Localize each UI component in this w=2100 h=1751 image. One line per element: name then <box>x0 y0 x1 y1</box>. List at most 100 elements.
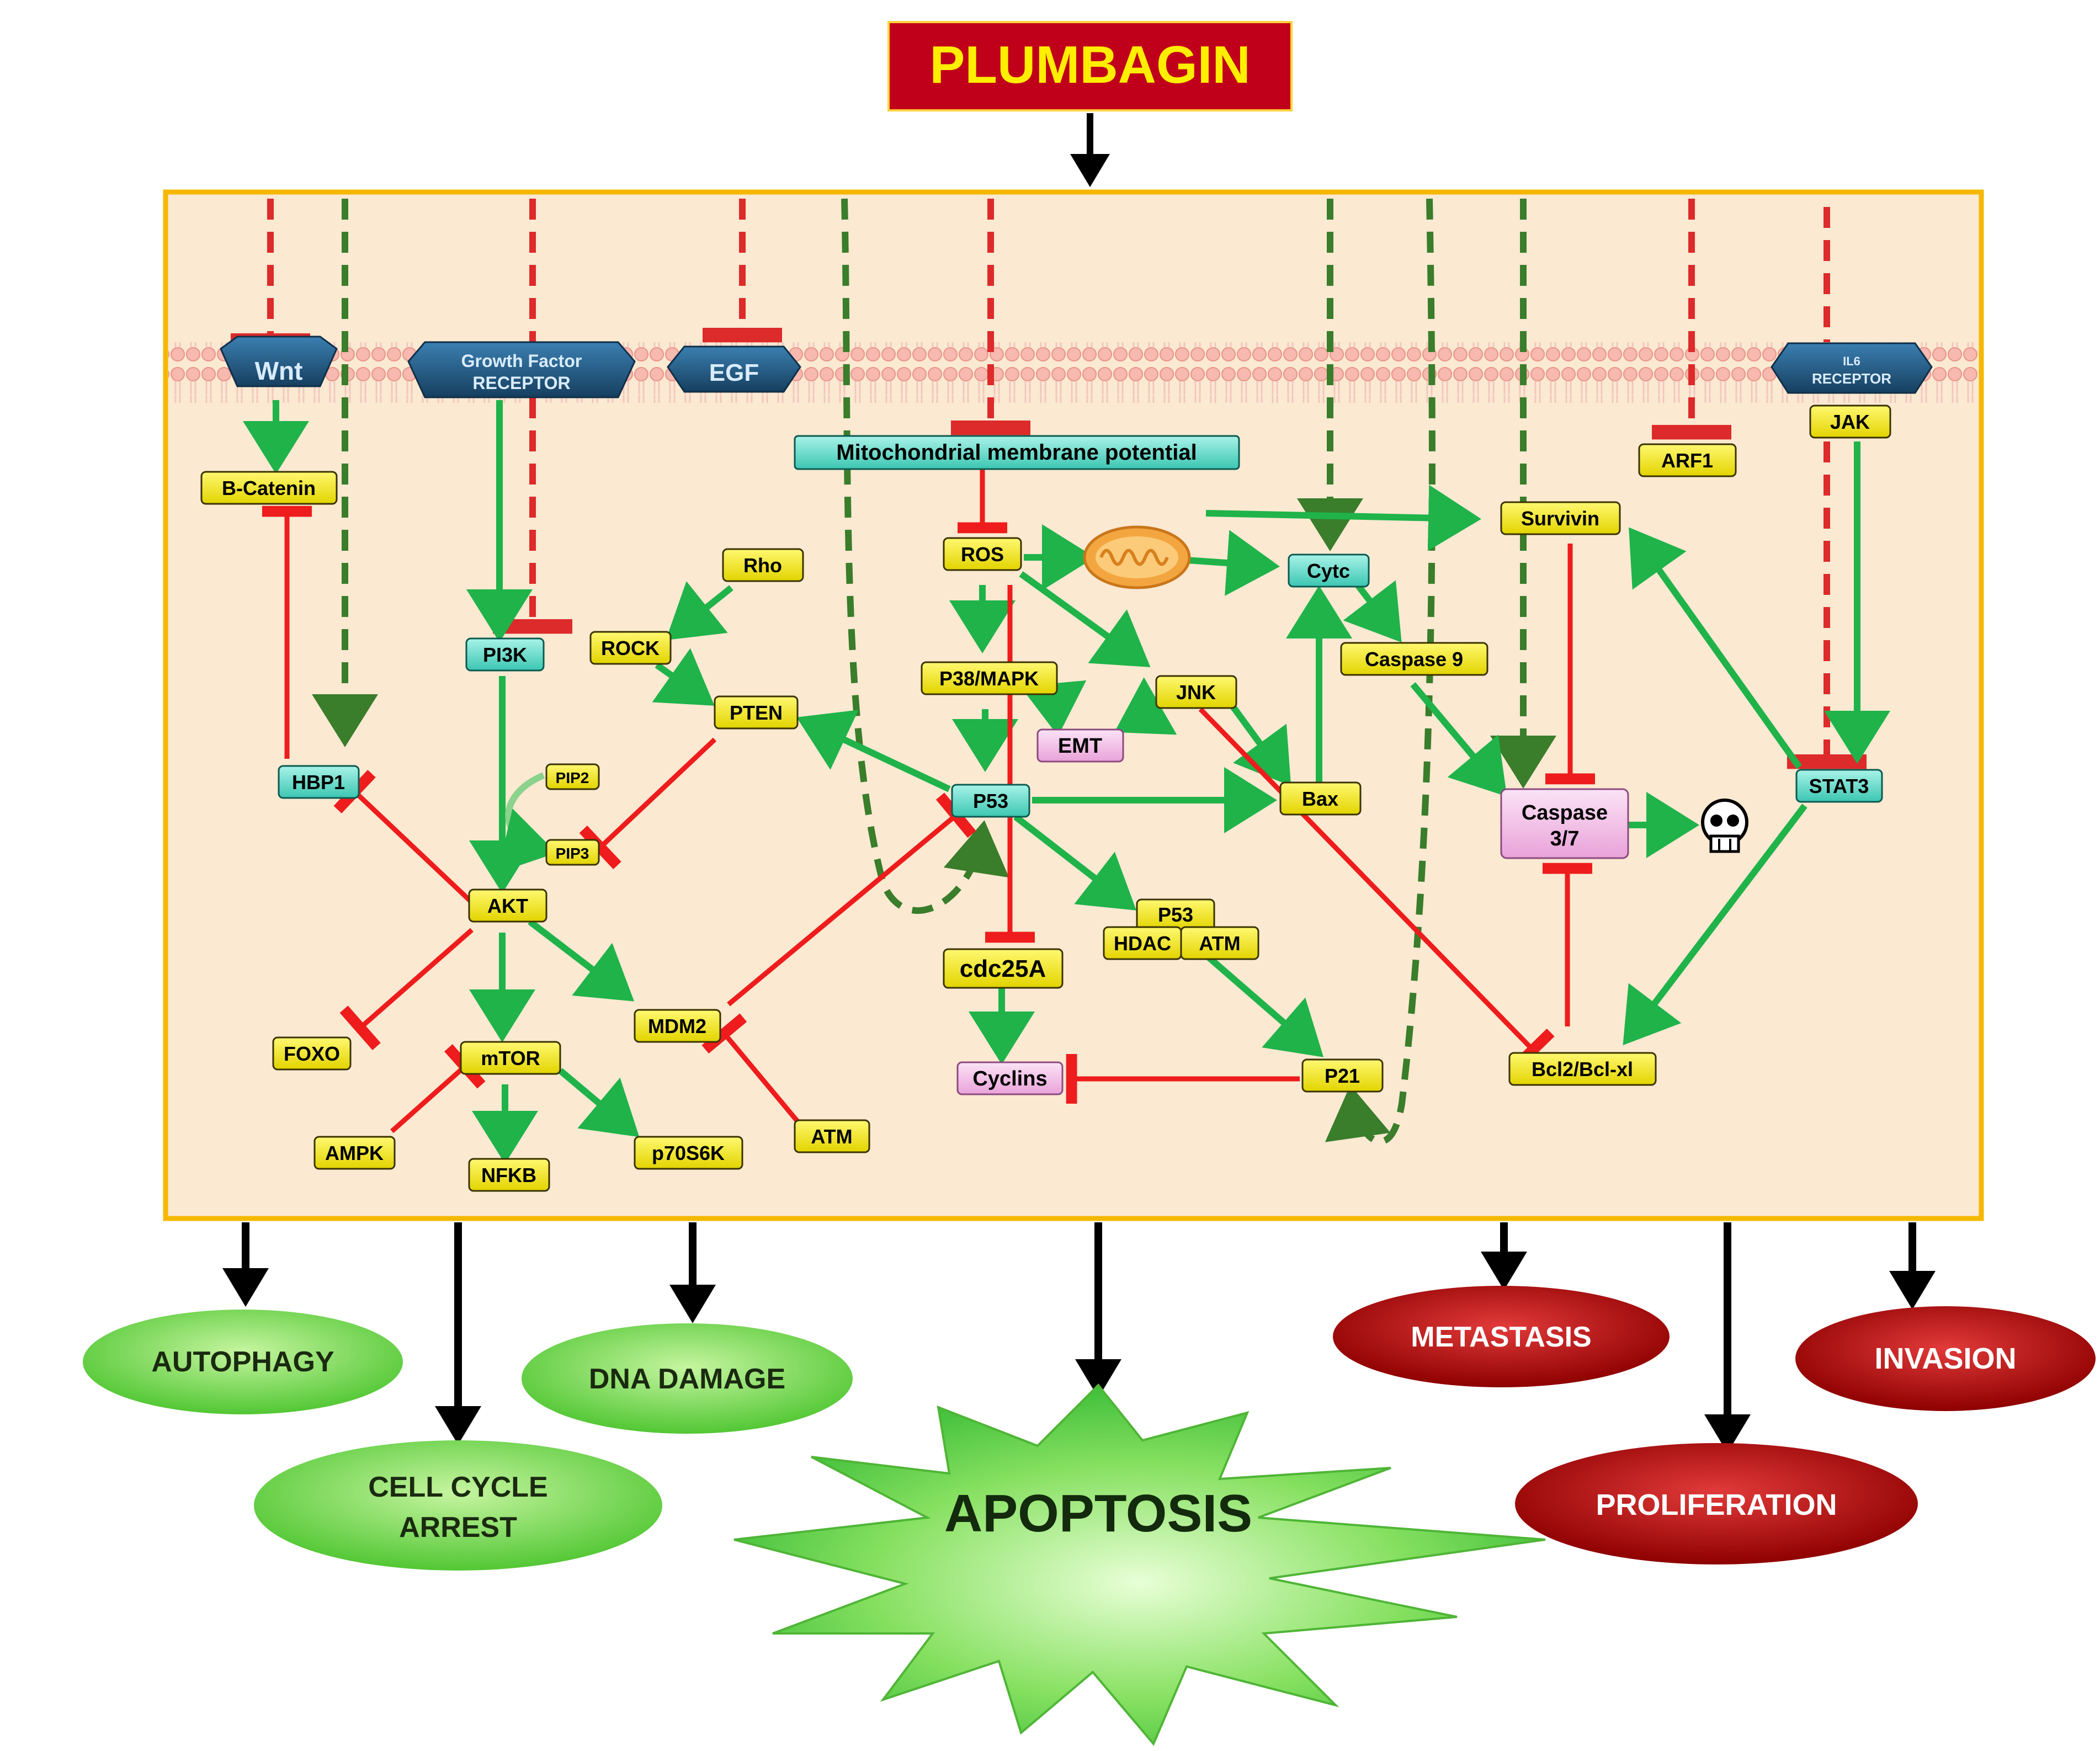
svg-text:CELL CYCLE: CELL CYCLE <box>368 1471 548 1503</box>
node-jnk: JNK <box>1155 675 1237 709</box>
node-survivin: Survivin <box>1500 501 1621 535</box>
node-pten: PTEN <box>714 695 799 730</box>
node-mdm2: MDM2 <box>634 1009 721 1043</box>
plumbagin-title: PLUMBAGIN <box>929 35 1250 94</box>
node-p53-b: P53 <box>1136 898 1215 931</box>
node-pip3: PIP3 <box>545 839 600 866</box>
inhibition-edges <box>262 461 1595 1133</box>
svg-text:PI3K: PI3K <box>483 643 527 666</box>
plumbagin-dashed-inhibitions <box>231 199 1867 769</box>
outcome-invasion: INVASION <box>1795 1306 2096 1411</box>
wnt-receptor: Wnt <box>220 336 338 387</box>
svg-text:AKT: AKT <box>487 895 528 917</box>
node-jak: JAK <box>1809 405 1891 439</box>
svg-text:P53: P53 <box>1158 903 1193 926</box>
outcome-apoptosis: APOPTOSIS <box>733 1383 1546 1746</box>
node-p53: P53 <box>951 784 1030 818</box>
il6-label-line2: RECEPTOR <box>1812 370 1891 387</box>
node-p21: P21 <box>1301 1058 1384 1093</box>
node-p38-mapk: P38/MAPK <box>921 661 1058 695</box>
svg-text:B-Catenin: B-Catenin <box>222 477 316 499</box>
svg-text:INVASION: INVASION <box>1874 1342 2016 1375</box>
node-cyclins: Cyclins <box>956 1061 1064 1095</box>
node-pi3k: PI3K <box>465 637 545 672</box>
svg-text:PTEN: PTEN <box>730 701 783 724</box>
node-mito-potential: Mitochondrial membrane potential <box>794 435 1240 470</box>
node-atm-left: ATM <box>794 1119 870 1153</box>
svg-text:JAK: JAK <box>1830 411 1870 433</box>
skull-icon <box>1701 799 1748 853</box>
node-nfkb: NFKB <box>468 1158 550 1192</box>
node-b-catenin: B-Catenin <box>200 471 338 505</box>
svg-text:ATM: ATM <box>1199 932 1240 955</box>
plumbagin-title-box: PLUMBAGIN <box>887 21 1293 111</box>
svg-text:P38/MAPK: P38/MAPK <box>939 667 1039 690</box>
svg-text:Survivin: Survivin <box>1521 507 1599 530</box>
growth-factor-label-line1: Growth Factor <box>461 351 582 371</box>
outcome-autophagy: AUTOPHAGY <box>83 1310 403 1414</box>
growth-factor-label-line2: RECEPTOR <box>472 373 570 393</box>
svg-text:DNA DAMAGE: DNA DAMAGE <box>589 1363 785 1395</box>
node-emt: EMT <box>1036 728 1124 763</box>
node-caspase37: Caspase 3/7 <box>1500 788 1629 859</box>
outcome-metastasis: METASTASIS <box>1333 1286 1670 1387</box>
svg-text:ARREST: ARREST <box>399 1511 517 1544</box>
svg-text:Bcl2/Bcl-xl: Bcl2/Bcl-xl <box>1532 1058 1633 1081</box>
svg-text:EMT: EMT <box>1058 735 1102 758</box>
svg-text:Mitochondrial membrane poten: Mitochondrial membrane potential <box>836 440 1197 465</box>
node-bax: Bax <box>1279 781 1362 816</box>
svg-text:mTOR: mTOR <box>481 1047 540 1069</box>
svg-text:P53: P53 <box>973 790 1008 812</box>
plumbagin-dashed-activations <box>312 198 1556 1145</box>
svg-text:NFKB: NFKB <box>481 1164 536 1186</box>
svg-text:STAT3: STAT3 <box>1809 775 1869 797</box>
node-p70s6k: p70S6K <box>634 1136 743 1170</box>
svg-text:ROCK: ROCK <box>601 637 660 659</box>
svg-text:P21: P21 <box>1325 1065 1360 1087</box>
activation-edges <box>243 400 1890 1164</box>
node-foxo: FOXO <box>272 1036 352 1071</box>
node-cytc: Cytc <box>1288 553 1370 588</box>
node-rock: ROCK <box>589 631 672 665</box>
svg-text:3/7: 3/7 <box>1550 827 1580 850</box>
node-atm-right: ATM <box>1180 926 1259 960</box>
svg-text:ATM: ATM <box>811 1125 852 1148</box>
node-mtor: mTOR <box>460 1041 561 1075</box>
svg-text:Cytc: Cytc <box>1307 560 1350 582</box>
node-pip2: PIP2 <box>545 763 600 790</box>
node-ampk: AMPK <box>313 1136 396 1170</box>
svg-text:ARF1: ARF1 <box>1661 449 1713 472</box>
node-bcl2: Bcl2/Bcl-xl <box>1508 1052 1657 1086</box>
outcome-proliferation: PROLIFERATION <box>1515 1443 1918 1564</box>
wnt-label: Wnt <box>255 356 303 385</box>
svg-text:Rho: Rho <box>743 554 782 577</box>
svg-text:Bax: Bax <box>1302 787 1338 810</box>
svg-text:HDAC: HDAC <box>1114 932 1171 955</box>
svg-text:AUTOPHAGY: AUTOPHAGY <box>151 1346 334 1378</box>
node-akt: AKT <box>468 888 547 923</box>
il6-label-line1: IL6 <box>1843 354 1860 368</box>
svg-text:Caspase 9: Caspase 9 <box>1365 648 1463 670</box>
svg-text:PIP3: PIP3 <box>556 845 589 862</box>
svg-text:METASTASIS: METASTASIS <box>1411 1321 1591 1353</box>
svg-text:ROS: ROS <box>961 543 1004 566</box>
svg-text:AMPK: AMPK <box>325 1142 384 1164</box>
svg-text:Caspase: Caspase <box>1522 801 1608 824</box>
svg-text:Cyclins: Cyclins <box>972 1067 1047 1090</box>
node-caspase9: Caspase 9 <box>1340 642 1488 676</box>
node-ros: ROS <box>943 537 1022 571</box>
egf-receptor: EGF <box>667 345 801 393</box>
node-rho: Rho <box>722 548 804 582</box>
svg-text:APOPTOSIS: APOPTOSIS <box>944 1484 1252 1543</box>
svg-text:FOXO: FOXO <box>284 1042 340 1065</box>
svg-text:JNK: JNK <box>1176 681 1216 704</box>
svg-text:p70S6K: p70S6K <box>652 1142 725 1164</box>
mitochondrion-icon <box>1083 525 1191 589</box>
node-hdac: HDAC <box>1103 926 1182 960</box>
growth-factor-receptor: Growth Factor RECEPTOR <box>407 341 636 398</box>
outcome-dna-damage: DNA DAMAGE <box>522 1323 853 1434</box>
svg-text:HBP1: HBP1 <box>292 771 345 794</box>
svg-text:PROLIFERATION: PROLIFERATION <box>1596 1488 1837 1521</box>
svg-text:MDM2: MDM2 <box>648 1015 706 1037</box>
